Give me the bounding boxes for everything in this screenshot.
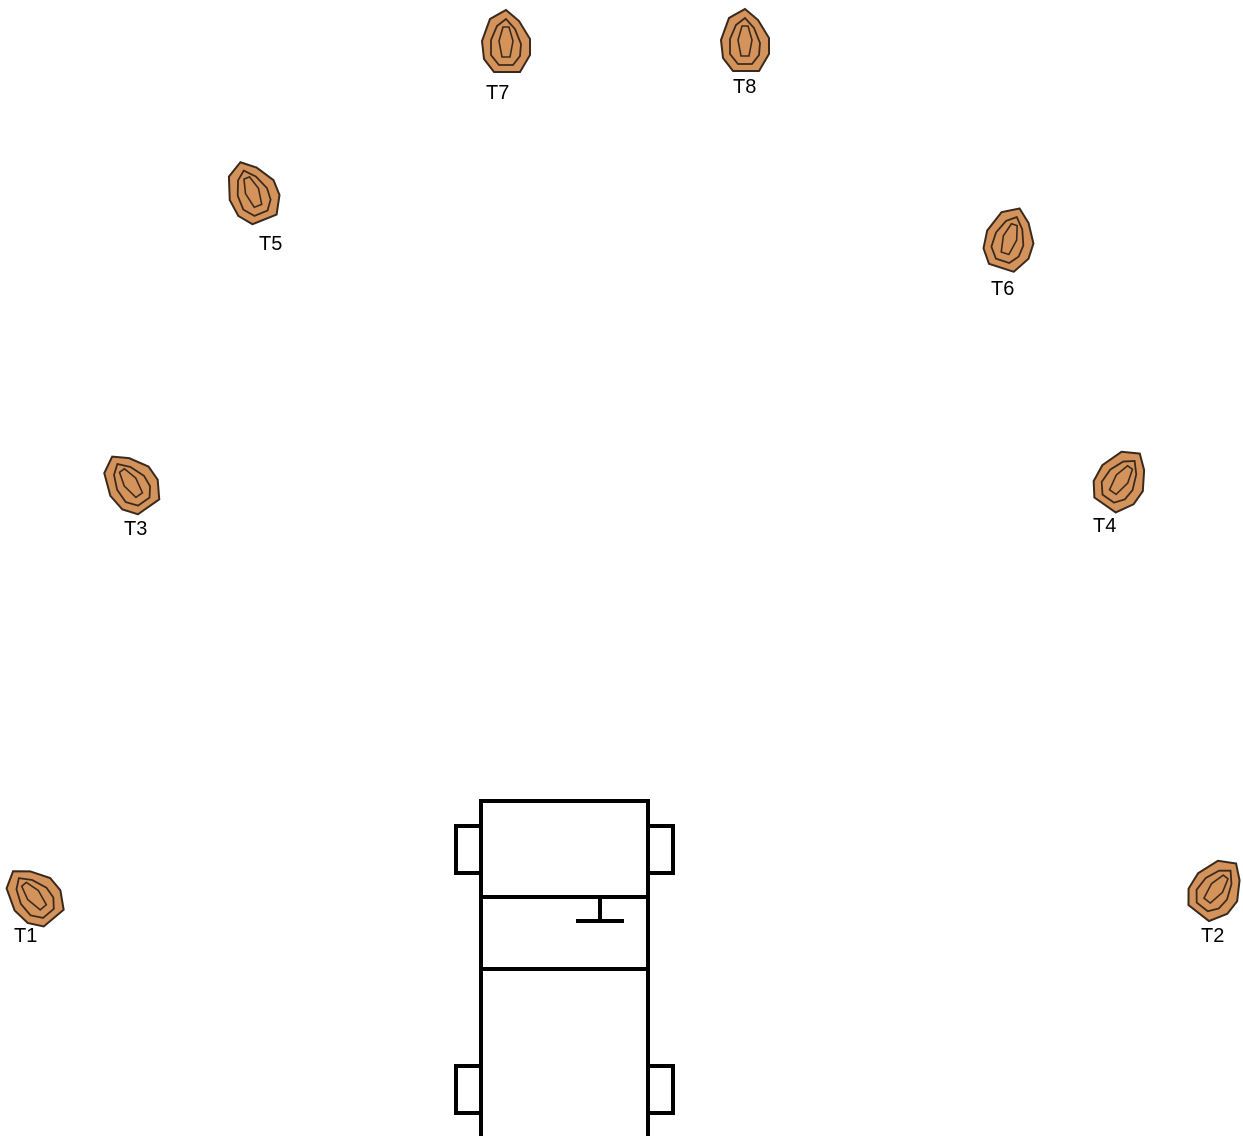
target-t5: T5 — [218, 153, 286, 255]
target-t7: T7 — [482, 10, 530, 104]
front-left-wheel — [456, 826, 481, 873]
steel-target-icon — [482, 10, 530, 72]
vehicle — [456, 801, 673, 1136]
rear-left-wheel — [456, 1066, 481, 1113]
steel-target-icon — [93, 443, 168, 521]
rear-right-wheel — [648, 1066, 673, 1113]
target-t6: T6 — [978, 201, 1043, 300]
target-label-t1: T1 — [14, 925, 37, 947]
target-t1: T1 — [0, 856, 71, 947]
vehicle-top-view-icon — [456, 801, 673, 1136]
front-right-wheel — [648, 826, 673, 873]
target-label-t7: T7 — [486, 82, 509, 104]
target-label-t6: T6 — [991, 278, 1014, 300]
target-label-t4: T4 — [1093, 515, 1116, 537]
steel-target-icon — [0, 856, 71, 934]
steel-target-icon — [218, 153, 286, 228]
target-label-t5: T5 — [259, 233, 282, 255]
target-t8: T8 — [721, 9, 769, 98]
target-label-t3: T3 — [124, 518, 147, 540]
target-t3: T3 — [93, 443, 168, 540]
target-t4: T4 — [1085, 440, 1160, 537]
steel-target-icon — [721, 9, 769, 71]
steel-target-icon — [1085, 440, 1160, 518]
target-t2: T2 — [1179, 849, 1243, 947]
steel-target-icon — [1179, 849, 1243, 927]
target-label-t2: T2 — [1201, 925, 1224, 947]
steel-target-icon — [978, 201, 1043, 275]
target-label-t8: T8 — [733, 76, 756, 98]
